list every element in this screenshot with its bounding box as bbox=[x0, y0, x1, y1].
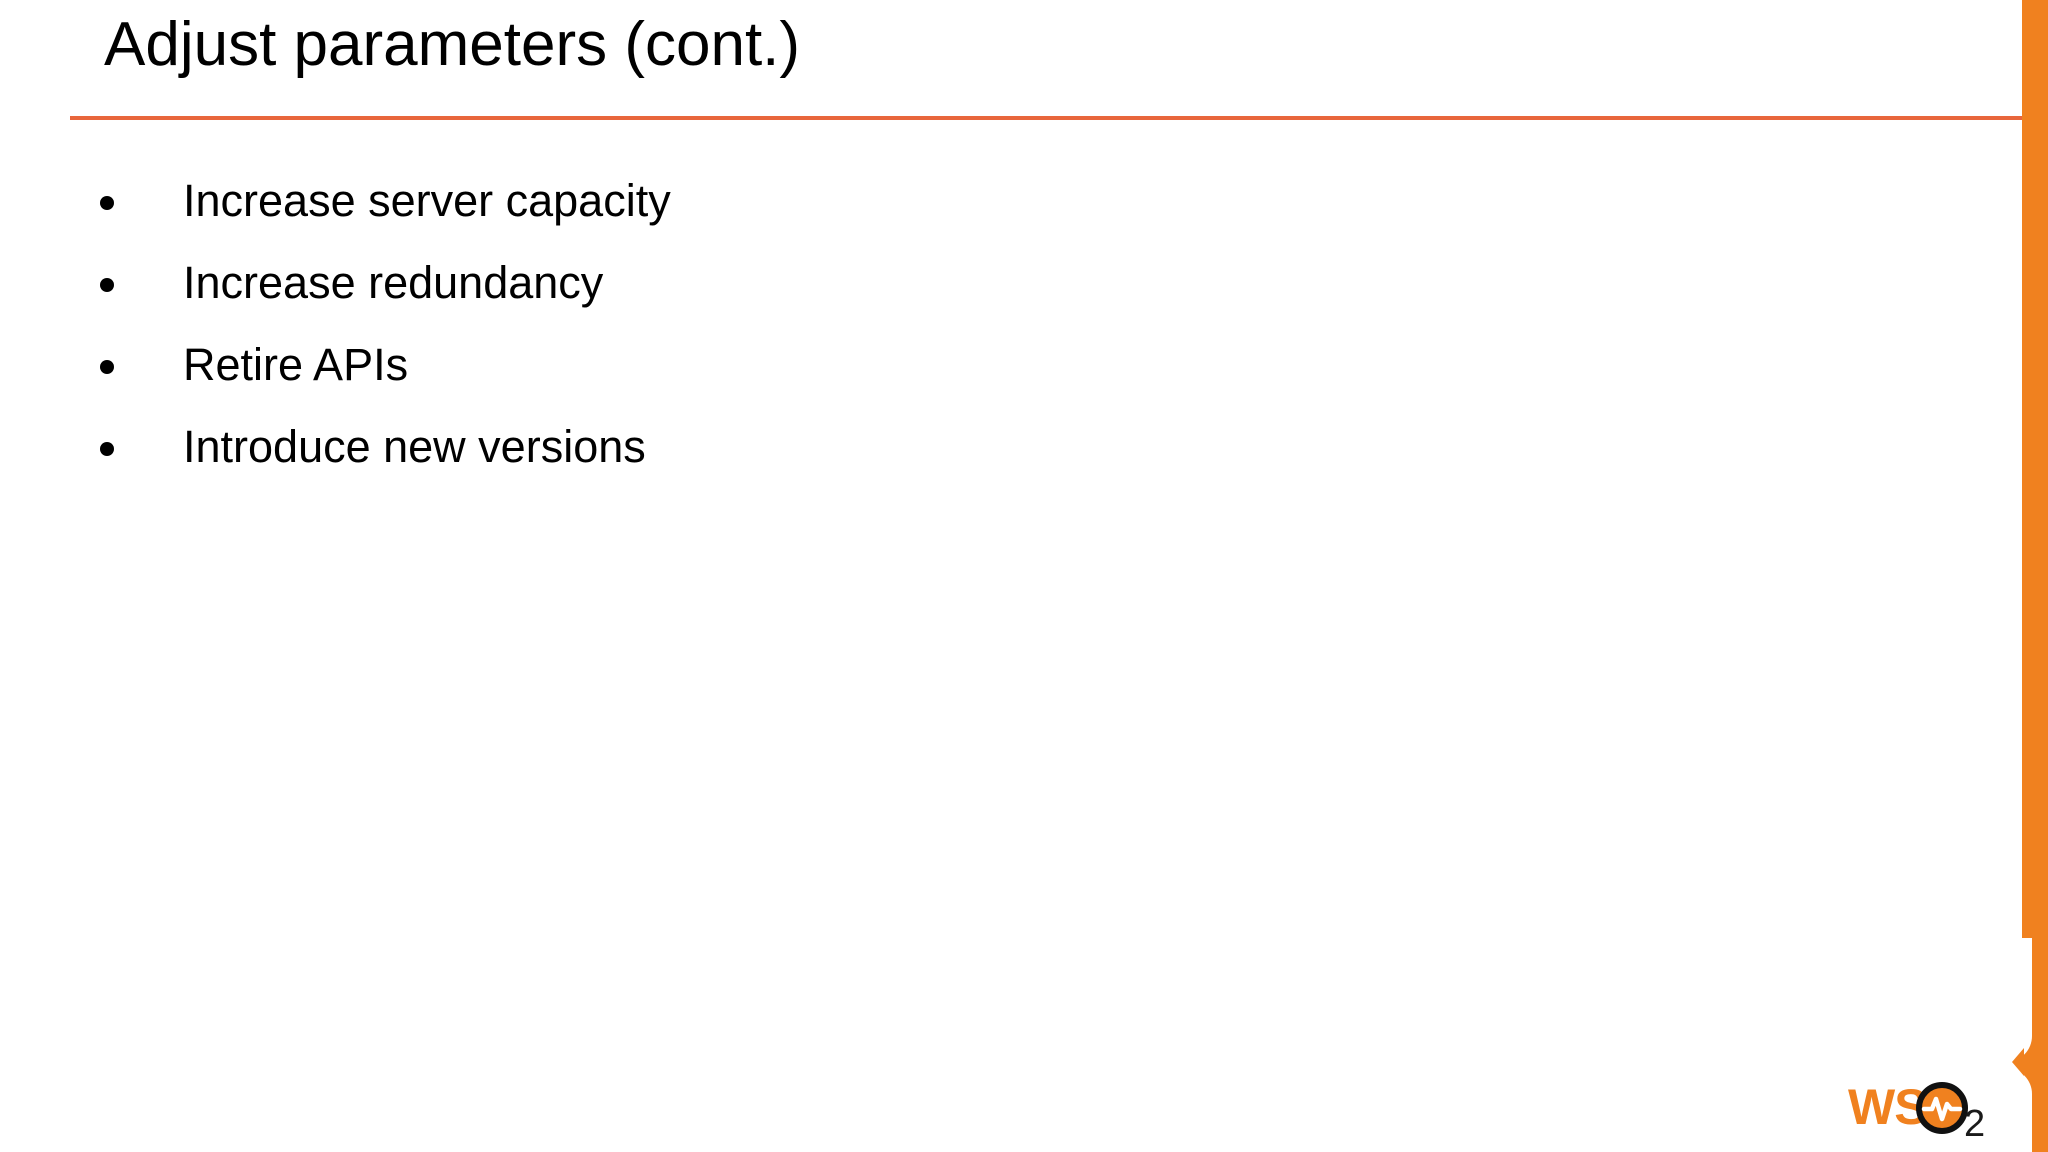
list-item-label: Introduce new versions bbox=[183, 421, 646, 472]
wso2-logo: WS 2 bbox=[1848, 1078, 2008, 1140]
svg-text:2: 2 bbox=[1964, 1103, 1985, 1140]
bullet-point-icon bbox=[100, 360, 114, 374]
list-item: Increase server capacity bbox=[0, 178, 1400, 260]
bullet-point-icon bbox=[100, 442, 114, 456]
svg-text:WS: WS bbox=[1848, 1079, 1927, 1135]
list-item: Introduce new versions bbox=[0, 424, 1400, 506]
accent-wedge-icon bbox=[2012, 1048, 2024, 1076]
accent-notch-top bbox=[1930, 938, 2032, 1062]
pulse-circle-icon bbox=[1916, 1082, 1968, 1134]
list-item-label: Retire APIs bbox=[183, 339, 409, 390]
list-item-label: Increase redundancy bbox=[183, 257, 604, 308]
bullet-point-icon bbox=[100, 196, 114, 210]
list-item-label: Increase server capacity bbox=[183, 175, 671, 226]
page-title: Adjust parameters (cont.) bbox=[104, 10, 801, 79]
list-item: Retire APIs bbox=[0, 342, 1400, 424]
bullet-point-icon bbox=[100, 278, 114, 292]
list-item: Increase redundancy bbox=[0, 260, 1400, 342]
bullet-list: Increase server capacity Increase redund… bbox=[0, 178, 1400, 506]
title-underline-rule bbox=[70, 116, 2022, 120]
